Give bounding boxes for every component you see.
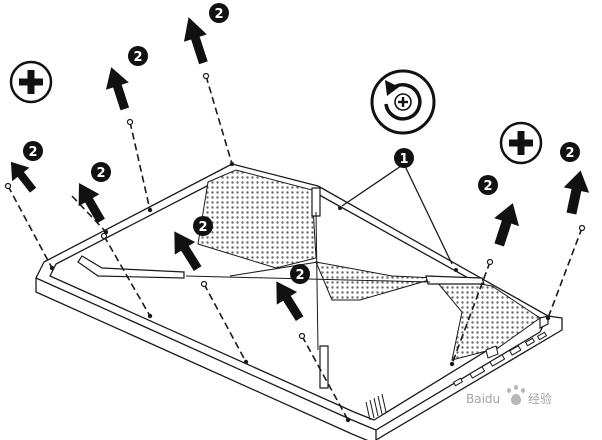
callout-screw-2: 2 xyxy=(193,216,213,236)
svg-text:Baidu: Baidu xyxy=(466,392,500,406)
screw-head xyxy=(486,258,494,266)
base-outline xyxy=(35,163,549,431)
callout-screw-2: 2 xyxy=(91,162,111,182)
base-front-edge xyxy=(35,278,369,440)
screw-head xyxy=(126,118,134,126)
svg-text:2: 2 xyxy=(198,220,207,235)
callout-screw-2: 2 xyxy=(290,264,310,284)
port-1 xyxy=(452,377,464,387)
port-4 xyxy=(508,345,522,356)
vent-mesh-panels xyxy=(197,169,541,361)
arrow-up-left-icon xyxy=(276,281,304,322)
svg-text:2: 2 xyxy=(565,146,574,161)
callout-screw-2: 2 xyxy=(209,3,229,23)
svg-text:经验: 经验 xyxy=(528,391,552,406)
base-rails xyxy=(77,187,549,389)
callout-screw-2: 2 xyxy=(23,141,43,161)
screw-heads xyxy=(4,72,586,340)
screw-head xyxy=(202,72,210,80)
screw-paths xyxy=(7,75,583,421)
arrow-up-left-icon xyxy=(78,182,105,224)
removal-arrows xyxy=(10,17,590,322)
callout-screw-2: 2 xyxy=(128,46,148,66)
svg-text:2: 2 xyxy=(133,50,142,65)
phillips-screwdriver-icon xyxy=(9,60,53,104)
port-latch xyxy=(485,345,499,359)
svg-text:2: 2 xyxy=(483,179,492,194)
screw-hole xyxy=(449,361,455,367)
screw-hole xyxy=(454,268,458,272)
svg-text:2: 2 xyxy=(214,7,223,22)
rail-top xyxy=(311,187,321,217)
callout-screw-2: 2 xyxy=(560,142,580,162)
rail-bottom xyxy=(319,345,329,389)
rotate-counterclockwise-icon xyxy=(370,69,436,135)
port-5 xyxy=(524,337,536,347)
svg-text:2: 2 xyxy=(28,145,37,160)
watermark: Baidu 经验 xyxy=(466,385,552,406)
phillips-screwdriver-icon xyxy=(499,121,543,165)
port-3 xyxy=(489,354,506,367)
rail-left xyxy=(77,255,185,279)
arrow-up-right-icon xyxy=(563,170,590,215)
rail-right xyxy=(425,275,485,285)
front-grille xyxy=(365,393,387,421)
screw-head xyxy=(578,224,586,232)
side-ports xyxy=(452,331,548,387)
paw-logo-icon xyxy=(507,385,526,405)
screw-hole xyxy=(338,206,342,210)
svg-text:2: 2 xyxy=(295,268,304,283)
callout-screw-2: 2 xyxy=(478,175,498,195)
arrow-up-left-icon xyxy=(174,231,202,272)
port-6 xyxy=(536,331,548,341)
callout-latch-1: 1 xyxy=(341,148,453,265)
svg-text:2: 2 xyxy=(96,166,105,181)
vent-mesh-left xyxy=(197,169,317,269)
arrow-up-left-icon xyxy=(10,161,37,193)
rail-corner-right xyxy=(539,315,549,329)
screw-head xyxy=(298,332,306,340)
screw-head xyxy=(200,280,208,288)
vent-mesh-right xyxy=(430,275,541,361)
arrow-up-left-icon xyxy=(183,17,208,65)
arrow-up-left-icon xyxy=(105,67,130,111)
arrow-up-right-icon xyxy=(494,203,519,247)
screw-head xyxy=(100,232,108,240)
screw-head xyxy=(4,182,12,190)
port-2 xyxy=(469,366,486,379)
svg-text:1: 1 xyxy=(399,152,408,167)
base-right-edge xyxy=(375,315,563,440)
